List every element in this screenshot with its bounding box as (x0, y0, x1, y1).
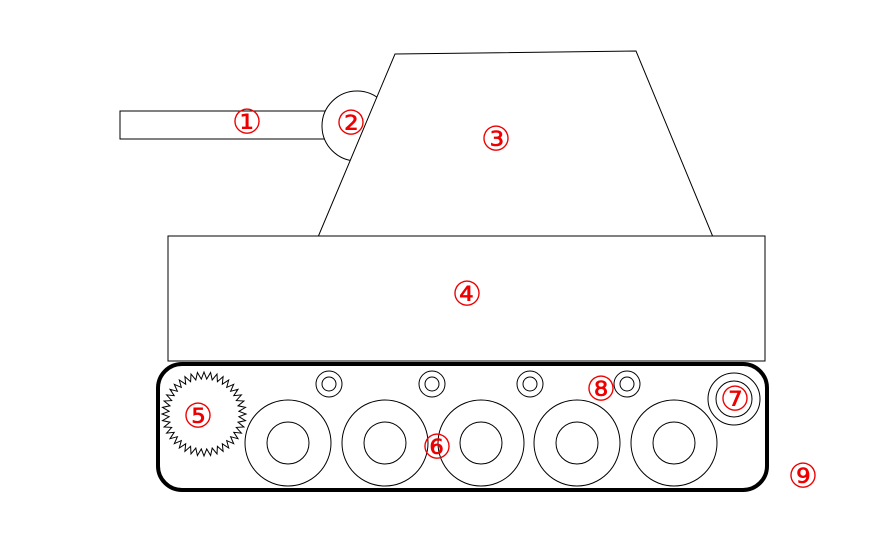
return-roller (315, 370, 343, 398)
road-wheel (341, 399, 429, 487)
callout-2: ② (336, 104, 366, 144)
road-wheels (244, 399, 718, 487)
hull (167, 235, 766, 362)
return-roller (418, 370, 446, 398)
callout-7: ⑦ (720, 380, 750, 420)
drive-sprocket (160, 370, 248, 458)
gun-barrel (119, 110, 343, 140)
callout-1: ① (232, 103, 262, 143)
callout-9: ⑨ (788, 457, 818, 497)
idler-wheel (707, 372, 761, 426)
road-wheel (437, 399, 525, 487)
callout-4: ④ (452, 275, 482, 315)
callout-6: ⑥ (422, 428, 452, 468)
road-wheel (533, 399, 621, 487)
callout-8: ⑧ (586, 370, 616, 410)
turret (317, 50, 714, 238)
return-rollers (315, 370, 641, 398)
callout-3: ③ (481, 120, 511, 160)
road-wheel (630, 399, 718, 487)
return-roller (516, 370, 544, 398)
road-wheel (244, 399, 332, 487)
callout-5: ⑤ (183, 397, 213, 437)
return-roller (613, 370, 641, 398)
